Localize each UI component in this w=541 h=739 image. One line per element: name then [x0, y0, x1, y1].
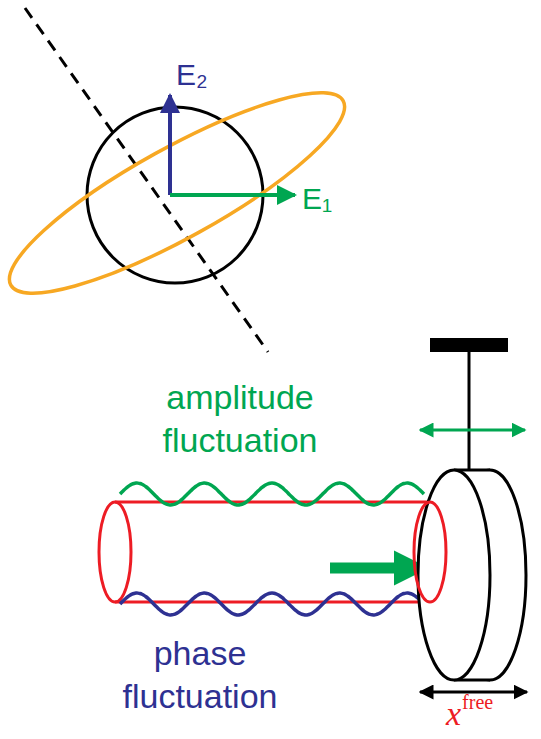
beam-end [99, 502, 131, 602]
phase-wave [120, 593, 424, 615]
beam-direction-arrow [330, 563, 415, 574]
beam-end [414, 502, 446, 602]
e2-arrow [168, 95, 172, 195]
displacement-superscript: free [462, 690, 493, 715]
field-quadrature-label: E₁ [302, 180, 332, 218]
mirror-support-bar [430, 338, 508, 352]
phase-label: phase fluctuation [90, 632, 310, 717]
field-quadrature-label: E₂ [176, 56, 208, 94]
squeezed-state-ellipse [0, 62, 365, 325]
radiation-pressure-motion-arrow [420, 429, 525, 432]
e1-arrow [170, 193, 295, 197]
displacement-symbol: x [446, 693, 461, 736]
amplitude-wave [120, 483, 424, 505]
mirror-suspension [468, 352, 471, 470]
amplitude-label: amplitude fluctuation [110, 376, 370, 461]
quadrature-axis [25, 8, 268, 352]
beam-edge [115, 601, 430, 604]
